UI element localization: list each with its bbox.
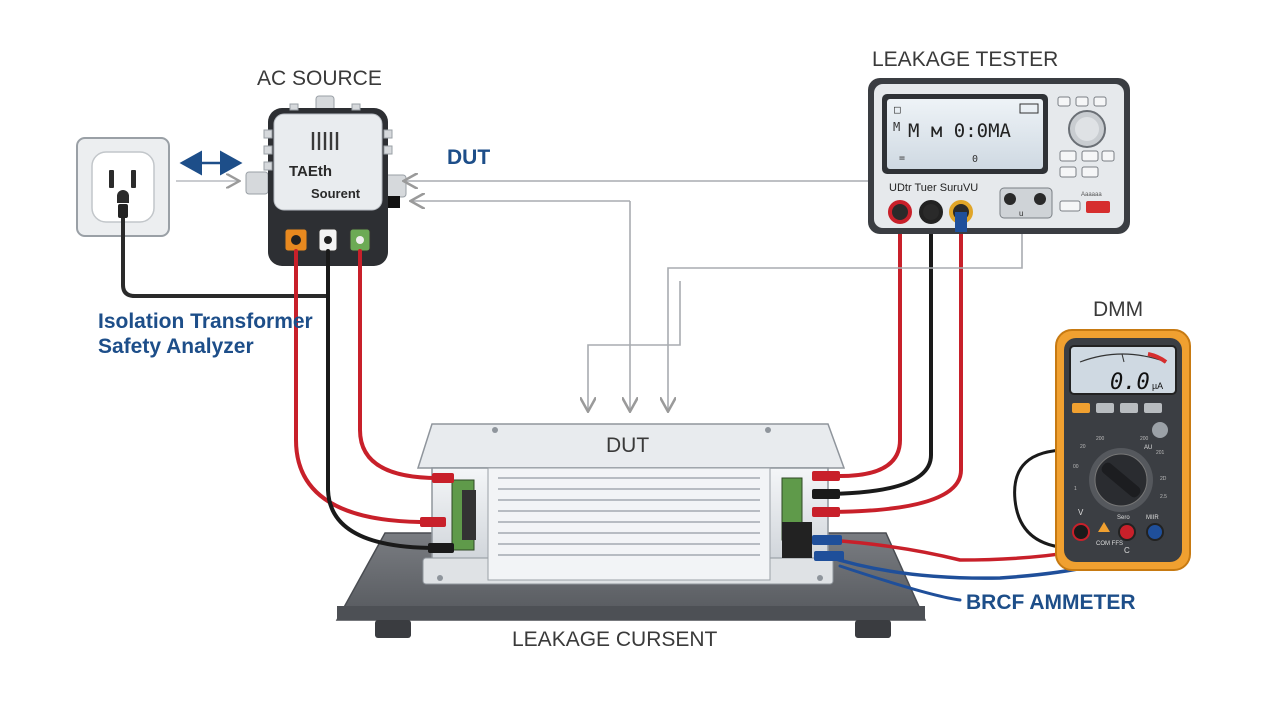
svg-text:20: 20 (1080, 444, 1086, 450)
wires (294, 210, 1157, 602)
brcf-ammeter-label: BRCF AMMETER (966, 591, 1136, 614)
dmm-jack-v[interactable] (1072, 523, 1090, 541)
dut-plugs (420, 471, 844, 561)
wall-outlet (76, 137, 170, 237)
tester-display-main: М м 0:0MA (908, 120, 1012, 142)
dmm-label-mir: MIIR (1146, 515, 1159, 521)
ac-source-label: AC SOURCE (257, 67, 382, 90)
tester-jack-red-1[interactable] (888, 200, 912, 224)
svg-text:1: 1 (1074, 486, 1077, 492)
tester-display-top-left: □ (894, 103, 901, 116)
safety-analyzer-label: Safety Analyzer (98, 335, 254, 358)
svg-text:2D: 2D (1160, 476, 1167, 482)
tester-red-button[interactable] (1086, 201, 1110, 213)
tester-display-bottom-mid: 0 (972, 154, 978, 165)
ac-source-text-2: Sourent (311, 186, 361, 201)
svg-text:200: 200 (1140, 436, 1149, 442)
dut-top-label: DUT (447, 146, 490, 169)
dmm-label-sero: Sero (1117, 515, 1130, 521)
tester-display-bottom-left: = (899, 153, 905, 164)
tester-small-label: u (1019, 209, 1023, 218)
tester-button-label: Aaaaaa (1081, 192, 1102, 198)
svg-text:201: 201 (1156, 450, 1165, 456)
ac-source-device: TAEth Sourent (245, 95, 407, 266)
dut-device (416, 423, 846, 585)
dmm-label-com: COM FFS (1096, 541, 1123, 547)
tester-port-label: UDtr Tuer SuruVU (889, 182, 978, 194)
power-cord (121, 208, 330, 298)
dmm-label-c: C (1124, 546, 1130, 555)
leakage-tester-device: □ M М м 0:0MA = 0 Aaaaaa UDtr Tuer SuruV… (868, 78, 1130, 234)
svg-text:00: 00 (1073, 464, 1079, 470)
svg-text:200: 200 (1096, 436, 1105, 442)
wire-red-source-2 (358, 249, 440, 480)
wire-black-dmm (1013, 448, 1082, 550)
leakage-tester-label: LEAKAGE TESTER (872, 48, 1058, 71)
dmm-label-au: AU (1144, 445, 1152, 451)
isolation-transformer-label: Isolation Transformer (98, 310, 313, 333)
dmm-jack-red[interactable] (1118, 523, 1136, 541)
wire-blue-ammeter (838, 564, 962, 602)
signal-lines (405, 181, 1023, 410)
dmm-device: 0.0 µA AU 20 200 200 201 00 1 2D 2.5 V COM FFS… (1055, 329, 1191, 571)
dmm-label: DMM (1093, 298, 1143, 321)
dmm-unit: µA (1152, 381, 1163, 391)
tester-display-mu: M (893, 120, 900, 134)
wire-red-source-1 (294, 249, 422, 524)
dut-device-label: DUT (606, 434, 649, 457)
dmm-jack-blue[interactable] (1146, 523, 1164, 541)
wire-red-tester-2 (822, 210, 963, 514)
wire-black-tester (818, 210, 933, 496)
wire-red-tester-1 (838, 210, 902, 478)
leakage-current-label: LEAKAGE CURSENT (512, 628, 718, 651)
tester-jack-black[interactable] (919, 200, 943, 224)
wire-black-source (326, 249, 438, 550)
svg-text:2.5: 2.5 (1160, 494, 1167, 500)
ac-source-text-1: TAEth (289, 163, 332, 180)
dmm-label-v: V (1078, 508, 1084, 517)
dmm-reading: 0.0 (1110, 370, 1150, 395)
